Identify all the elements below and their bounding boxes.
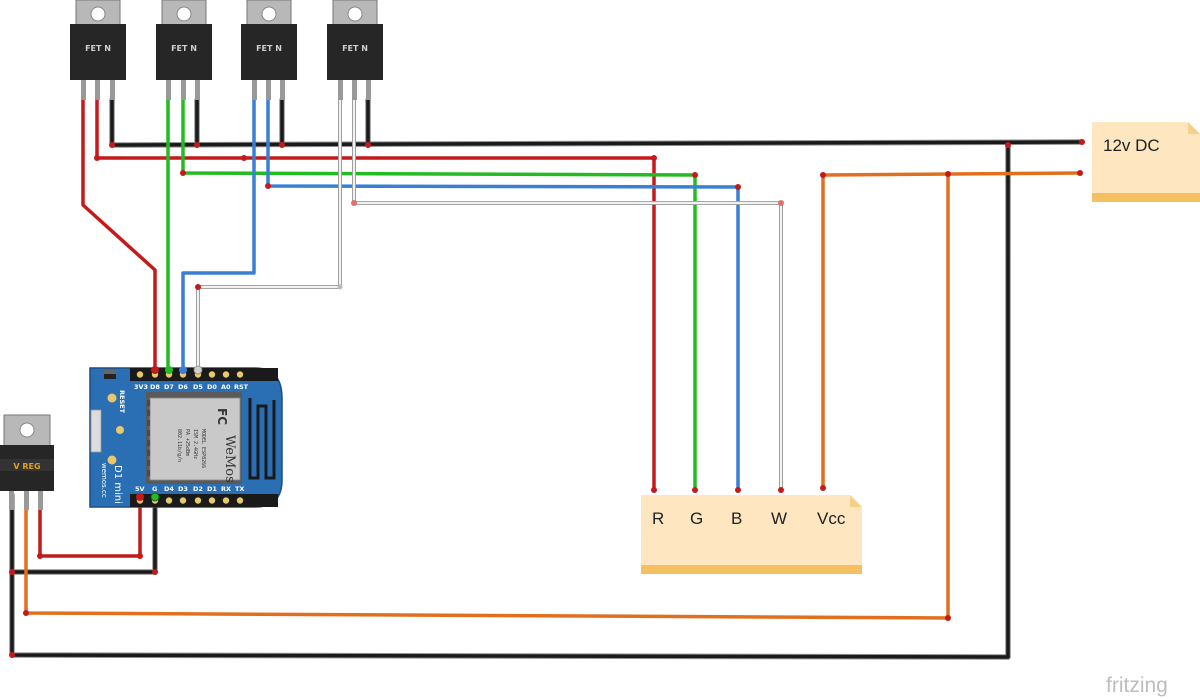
chip-line-1: MODEL ESP8266	[200, 429, 206, 468]
pin-label-d2: D2	[193, 485, 203, 493]
esp8266-module: MODEL ESP8266 ISM 2.4GHz PA +25dBm 802.1…	[146, 392, 280, 484]
board-site-text: wemos.cc	[100, 463, 108, 498]
pin-label-3v3: 3V3	[134, 383, 148, 391]
led-label-r: R	[652, 509, 664, 528]
wire-green	[166, 98, 697, 492]
mosfet-3: FET N	[241, 0, 297, 100]
wire-blue	[181, 98, 740, 492]
wire-red	[38, 98, 656, 558]
fritzing-watermark: fritzing	[1106, 674, 1168, 697]
pin-label-d0: D0	[207, 383, 217, 391]
mosfet-4: FET N	[327, 0, 383, 100]
power-supply-label: 12v DC	[1103, 136, 1160, 155]
led-label-vcc: Vcc	[817, 509, 846, 528]
fcc-logo-text: FC	[215, 408, 229, 425]
mosfet-2: FET N	[156, 0, 212, 100]
voltage-regulator: V REG	[0, 414, 54, 510]
pin-label-d3: D3	[178, 485, 188, 493]
pin-label-d6: D6	[178, 383, 188, 391]
mosfet-3-label: FET N	[256, 44, 282, 53]
top-pin-labels: 3V3 D8 D7 D6 D5 D0 A0 RST	[134, 383, 249, 391]
regulator-label: V REG	[13, 462, 40, 471]
wemos-brand-text: WeMos	[222, 435, 237, 483]
mosfet-1-label: FET N	[85, 44, 111, 53]
pin-label-5v: 5V	[135, 485, 145, 493]
pin-label-rst: RST	[234, 383, 249, 391]
chip-line-4: 802.11b/g/n	[176, 429, 182, 462]
wemos-d1-mini-board: 3V3 D8 D7 D6 D5 D0 A0 RST 5V G D4 D3 D2 …	[89, 365, 283, 508]
power-supply-note: 12v DC	[1092, 122, 1200, 202]
pin-label-a0: A0	[221, 383, 231, 391]
pin-label-tx: TX	[235, 485, 244, 493]
reset-label: RESET	[118, 390, 126, 414]
wire-white	[196, 98, 783, 492]
led-label-g: G	[690, 509, 703, 528]
pin-label-d4: D4	[164, 485, 174, 493]
wires	[9, 97, 1085, 660]
board-model-text: D1 mini	[112, 465, 123, 504]
wire-junctions	[9, 139, 1085, 658]
led-strip-note: R G B W Vcc	[641, 495, 862, 574]
led-label-b: B	[731, 509, 742, 528]
pin-label-d7: D7	[164, 383, 174, 391]
mosfet-4-label: FET N	[342, 44, 368, 53]
antenna-trace	[242, 392, 280, 484]
pin-label-d5: D5	[193, 383, 203, 391]
led-label-w: W	[771, 509, 787, 528]
mosfet-1: FET N	[70, 0, 126, 100]
pin-label-d1: D1	[207, 485, 217, 493]
pin-label-g: G	[152, 485, 157, 493]
chip-line-2: ISM 2.4GHz	[192, 429, 198, 459]
pin-label-d8: D8	[150, 383, 160, 391]
bottom-pin-labels: 5V G D4 D3 D2 D1 RX TX	[135, 485, 244, 493]
chip-line-3: PA +25dBm	[184, 429, 190, 456]
mosfet-2-label: FET N	[171, 44, 197, 53]
pin-label-rx: RX	[221, 485, 231, 493]
